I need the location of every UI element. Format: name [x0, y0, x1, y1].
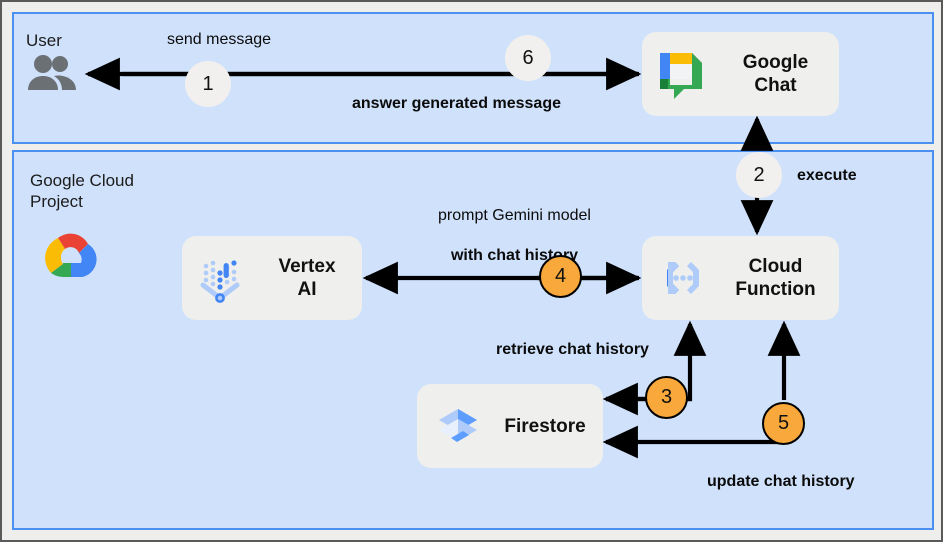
cloud-function-icon — [667, 262, 699, 294]
firestore-label: Firestore — [504, 415, 586, 437]
step-badge-4[interactable]: 4 — [539, 255, 582, 298]
label-update-chat-history: update chat history — [707, 473, 855, 490]
users-icon — [28, 55, 76, 90]
label-retrieve-chat-history: retrieve chat history — [496, 341, 649, 358]
firestore-icon — [439, 409, 477, 442]
label-send-message: send message — [167, 31, 272, 48]
label-execute: execute — [797, 167, 857, 184]
google-chat-card[interactable]: Google Chat — [642, 32, 839, 116]
label-prompt-gemini-model: prompt Gemini model with chat history — [412, 186, 617, 266]
user-panel-title: User — [26, 31, 62, 50]
label-answer-generated-message: answer generated message — [352, 95, 561, 112]
step-badge-1[interactable]: 1 — [185, 61, 231, 107]
google-chat-label: Google Chat — [742, 52, 809, 96]
google-cloud-icon — [45, 233, 97, 278]
google-chat-icon — [660, 53, 702, 99]
step-badge-3[interactable]: 3 — [645, 376, 688, 419]
google-cloud-project-panel-title: Google Cloud Project — [30, 171, 134, 211]
cloud-function-label: Cloud Function — [735, 256, 816, 300]
step-badge-2[interactable]: 2 — [736, 152, 782, 198]
vertex-ai-icon — [200, 260, 240, 303]
label-prompt-line1: prompt Gemini model — [438, 207, 591, 224]
vertex-ai-card[interactable]: Vertex AI — [182, 236, 362, 320]
step-badge-6[interactable]: 6 — [505, 35, 551, 81]
firestore-card[interactable]: Firestore — [417, 384, 603, 468]
cloud-function-card[interactable]: Cloud Function — [642, 236, 839, 320]
vertex-ai-label: Vertex AI — [278, 256, 336, 300]
step-badge-5[interactable]: 5 — [762, 402, 805, 445]
